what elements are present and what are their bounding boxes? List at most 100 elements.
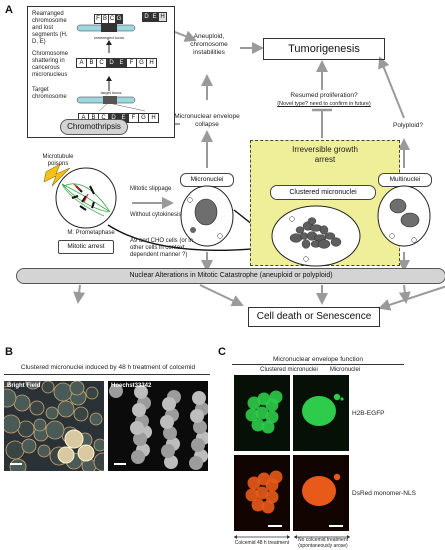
nucleus-blob (134, 385, 148, 399)
scale-bar (268, 525, 282, 527)
hoechst-label: Hoechst33342 (111, 383, 152, 389)
cell-blob (37, 444, 51, 458)
micronucleus-green (340, 397, 344, 401)
panel-a-label: A (5, 4, 13, 16)
fluorescent-micronucleus (247, 396, 261, 410)
lightning-icon (43, 163, 71, 187)
micronuclei-egfp-image (293, 375, 349, 451)
fluorescent-micronucleus (261, 500, 275, 514)
cell-blob (73, 406, 89, 422)
cell-blob (4, 414, 21, 434)
centrosome (289, 216, 295, 222)
micronucleus-blob (317, 239, 331, 249)
cell-blob (25, 381, 41, 390)
cell-blob (41, 381, 55, 394)
panel-b-title: Clustered micronuclei induced by 48 h tr… (20, 364, 196, 371)
tumorigenesis-box: Tumorigenesis (263, 38, 385, 60)
nucleus-blob (130, 421, 144, 435)
cell-blob (17, 420, 35, 438)
bright-field-label: Bright Field (7, 383, 41, 389)
nucleus-blob (192, 391, 206, 405)
clustered-dsred-image (234, 455, 290, 531)
cell-blob (93, 438, 104, 452)
nucleus-red (302, 476, 336, 506)
nucleus-blob (133, 432, 147, 446)
fluorescent-micronucleus (255, 486, 269, 500)
nucleus-blob (131, 450, 145, 464)
rounded-cell (57, 446, 75, 464)
fluorescent-micronucleus (247, 476, 261, 490)
micronucleus-blob (301, 239, 311, 249)
fluorescent-micronucleus (261, 420, 275, 434)
irreversible-arrest-text: Irreversible growth arrest (292, 145, 358, 164)
nucleus-green (302, 396, 336, 426)
row1-label: H2B-EGFP (352, 410, 385, 417)
nucleus-blob (132, 403, 146, 417)
micronucleus-blob (295, 226, 305, 234)
cell-blob (9, 458, 27, 471)
chromothripsis-label: Chromothripsis (60, 119, 128, 135)
chromosome-schematic: rearranged locus target locus (76, 24, 146, 112)
centrosome (217, 233, 223, 239)
nucleus-blob (163, 426, 177, 440)
resumed-proliferation-text: Resumed proliferation? (290, 92, 358, 99)
microtubule-poisons-text: Microtubule poisons (42, 154, 74, 167)
panel-b-label: B (5, 346, 13, 358)
segment-box: G (115, 14, 123, 24)
fluorescent-micronucleus (251, 418, 265, 432)
fluorescent-micronucleus (269, 390, 283, 404)
nucleus-blob (162, 397, 176, 411)
mitotic-slippage-text: Mitotic slippage (130, 186, 172, 192)
shattering-text: Chromosome shattering in cancerous micro… (32, 51, 69, 78)
main-nucleus (194, 198, 218, 226)
scale-bar (114, 463, 126, 465)
nucleus-blob (164, 455, 178, 469)
panel-c-rule (232, 364, 404, 365)
cell-blob (4, 381, 11, 388)
segment-box: H (158, 12, 167, 22)
foot1-label: Colcemid 48 h treatment (234, 540, 290, 546)
nucleus-blob (190, 409, 204, 423)
bright-field-texture (4, 381, 104, 471)
nucleus (389, 198, 407, 214)
centrosome (303, 256, 309, 262)
rearranged-locus-label: rearranged locus (94, 35, 124, 40)
nuclear-alterations-bar: Nuclear Alterations in Mitotic Catastrop… (16, 268, 445, 284)
polyploid-text: Polyploid? (393, 122, 423, 129)
mitotic-arrest-label: Mitotic arrest (58, 240, 114, 254)
foot2-label: No colcemid treatment (spontaneously aro… (297, 537, 349, 549)
fluorescent-micronucleus (265, 490, 279, 504)
nucleus-blob (109, 384, 123, 398)
scale-bar (329, 525, 343, 527)
nucleus-blob (189, 456, 203, 470)
aneuploid-text: Aneuploid, chromosome instabilities (190, 33, 228, 56)
segment-box: H (146, 58, 157, 68)
centrosome (187, 197, 193, 203)
hoechst-texture (109, 384, 208, 470)
nucleus-blob (160, 415, 174, 429)
cell-blob (5, 440, 25, 460)
row2-label: DsRed monomer-NLS (352, 490, 416, 497)
novel-type-text: (Novel type? need to confirm in future) (277, 101, 371, 107)
fluorescent-micronucleus (251, 498, 265, 512)
cell-blob (29, 400, 45, 416)
nucleus (400, 212, 420, 228)
fluorescent-micronucleus (245, 408, 259, 422)
cell-blob (45, 420, 65, 440)
rearranged-text: Rearranged chromosome and lost segments … (32, 11, 68, 45)
cell-death-box: Cell death or Senescence (248, 307, 380, 327)
without-cytokinesis-text: Without cytokinesis (130, 212, 182, 218)
cell-blob (69, 381, 85, 396)
micronucleus-green (333, 393, 341, 401)
panel-b-rule (4, 374, 210, 375)
cell-blob (53, 382, 73, 402)
centrosome (411, 237, 417, 243)
cell-blob (45, 406, 59, 420)
panel-c-title: Micronuclear envelope function (273, 356, 363, 363)
kinetochores (73, 183, 89, 203)
cell-blob (21, 438, 37, 454)
bright-field-image: Bright Field (4, 381, 104, 471)
fluorescent-micronucleus (255, 406, 269, 420)
clustered-micronuclei-label: Clustered micronuclei (270, 185, 376, 200)
segment-box: H (148, 113, 159, 123)
